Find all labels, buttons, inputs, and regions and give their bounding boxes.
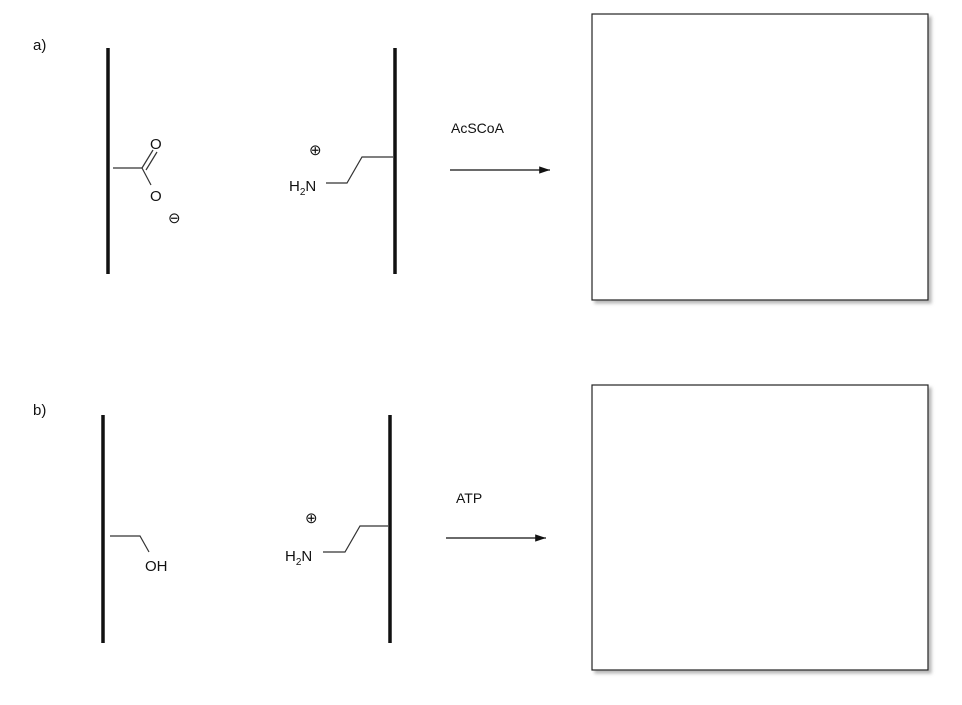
part-a-label: a) [33, 37, 46, 54]
reagent-a: AcSCoA [451, 120, 505, 136]
aminoethyl-chain-b [323, 525, 388, 553]
answer-box-a[interactable] [591, 13, 929, 301]
amine-label-a: H2N [289, 178, 316, 198]
aminoethyl-chain-a [326, 156, 393, 184]
hydroxyl-label: OH [145, 558, 168, 575]
answer-box-b[interactable] [591, 384, 929, 671]
carboxylate-oxygen: O [150, 188, 162, 205]
reagent-b: ATP [456, 490, 482, 506]
positive-charge-a: ⊕ [309, 142, 322, 159]
carboxylate-group [113, 149, 158, 186]
positive-charge-b: ⊕ [305, 510, 318, 527]
amine-label-b: H2N [285, 548, 312, 568]
hydroxymethyl-chain [110, 535, 150, 553]
carbonyl-oxygen: O [150, 136, 162, 153]
part-b-label: b) [33, 402, 46, 419]
negative-charge: ⊖ [168, 210, 181, 227]
